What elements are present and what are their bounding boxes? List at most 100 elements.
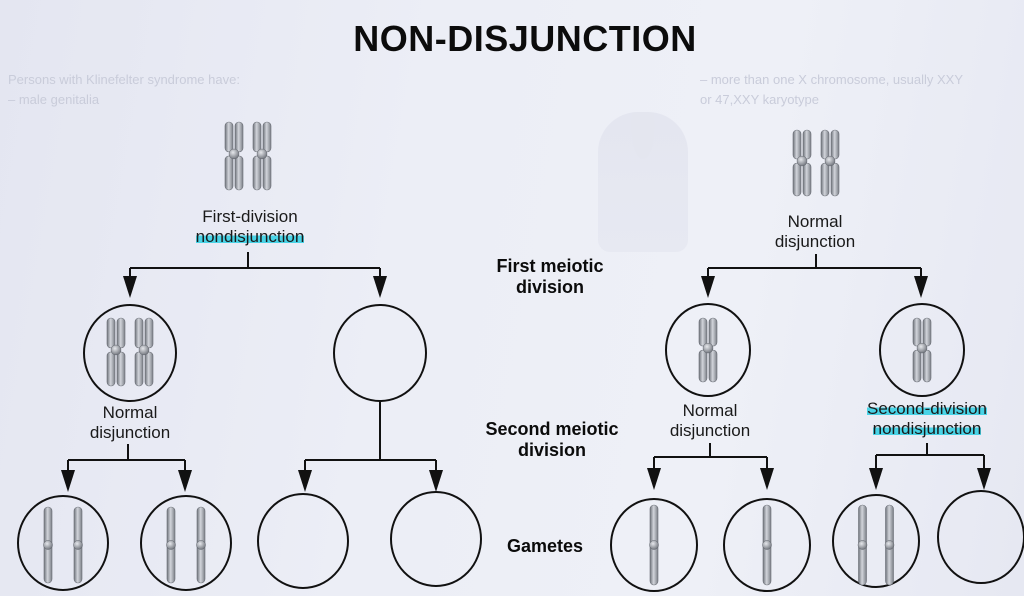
right-second-division-label-normal: Normal disjunction	[630, 401, 790, 441]
left-second-division-normal-arrowhead-right	[178, 470, 192, 492]
stage-first-line-1: First meiotic	[496, 256, 604, 276]
left-event-line-2-highlighted: nondisjunction	[195, 227, 305, 246]
left-division1-cell-1-chromosome-1-arm-tl	[106, 317, 116, 349]
chromosomes	[43, 121, 932, 586]
right-second-division-nondisjunction-connector	[875, 443, 985, 470]
left-gamete-2-chromosome-2-centromere	[196, 540, 206, 550]
right-gamete-3	[832, 494, 920, 588]
right-gamete-3-chromosome-1-centromere	[857, 540, 868, 550]
stage-first-meiotic: First meiotic division	[455, 256, 645, 298]
left-gamete-2-chromosome-1-centromere	[166, 540, 176, 550]
connector-lines	[61, 252, 991, 492]
left-first-division-arrowhead-left	[123, 276, 137, 298]
right-parent-chromosome-2-arm-tl	[820, 129, 830, 160]
right-second-division-nondisjunction-arrowhead-right	[977, 468, 991, 490]
page-title: NON-DISJUNCTION	[353, 18, 697, 59]
right-parent-chromosome-1-arm-tr	[802, 129, 812, 160]
left-parent-chromosome-1-arm-tl	[224, 121, 234, 153]
right-parent-chromosome-2-arm-br	[830, 162, 840, 197]
left-event-label: First-division nondisjunction	[160, 207, 340, 247]
right-normal-line-2: disjunction	[669, 421, 751, 440]
right-gamete-3-chromosome-2-centromere	[884, 540, 895, 550]
left-gamete-1-chromosome-2-centromere	[73, 540, 83, 550]
left-first-division-arrowhead-right	[373, 276, 387, 298]
left-division1-cell-1-chromosome-2-arm-bl	[134, 351, 144, 387]
right-parent-chromosome-1-arm-bl	[792, 162, 802, 197]
left-parent-chromosome-2-centromere	[256, 148, 268, 160]
stage-first-line-2: division	[515, 277, 584, 297]
left-second-division-empty-arrowhead-right	[429, 470, 443, 492]
right-nondis-line-1-highlighted: Second-division	[866, 399, 987, 418]
left-parent-chromosome-2-arm-tl	[252, 121, 262, 153]
right-parent-chromosome-2-centromere	[824, 155, 836, 167]
left-parent-chromosome-2-arm-bl	[252, 155, 262, 191]
right-parent-chromosome-1-arm-br	[802, 162, 812, 197]
left-parent-chromosome-1-arm-br	[234, 155, 244, 191]
right-normal-line-1: Normal	[682, 401, 738, 420]
right-gamete-4	[937, 490, 1024, 584]
right-event-line-2: disjunction	[774, 232, 856, 251]
left-division1-cell-1-chromosome-2-centromere	[138, 344, 150, 356]
right-division1-cell-1-chromosome-1-centromere	[702, 342, 714, 354]
right-first-division-connector	[707, 254, 922, 278]
stage-second-line-2: division	[517, 440, 586, 460]
left-gamete-4	[390, 491, 482, 587]
right-nondis-line-2-highlighted: nondisjunction	[872, 419, 982, 438]
left-second-division-normal-arrowhead-left	[61, 470, 75, 492]
left-parent-chromosome-2-arm-tr	[262, 121, 272, 153]
stage-second-meiotic: Second meiotic division	[452, 419, 652, 461]
right-second-division-label-nondisjunction: Second-division nondisjunction	[842, 399, 1012, 439]
left-gamete-1	[17, 495, 109, 591]
left-division1-cell-1	[83, 304, 177, 402]
left-parent-chromosome-1-arm-tr	[234, 121, 244, 153]
left-gamete-3	[257, 493, 349, 589]
left-event-line-1: First-division	[202, 207, 298, 226]
left-division1-cell-1-chromosome-2-arm-br	[144, 351, 154, 387]
right-event-line-1: Normal	[787, 212, 843, 231]
left-gamete-2	[140, 495, 232, 591]
left-division1-cell-1-chromosome-1-arm-bl	[106, 351, 116, 387]
background-figure-silhouette	[598, 112, 688, 252]
right-parent-chromosome-2-arm-bl	[820, 162, 830, 197]
left-first-division-connector	[129, 252, 381, 278]
right-division1-cell-1-chromosome-1-arm-tr	[708, 317, 718, 347]
right-division1-cell-2-chromosome-1-arm-tr	[922, 317, 932, 347]
left-second-line-1: Normal	[102, 403, 158, 422]
right-event-label: Normal disjunction	[735, 212, 895, 252]
left-parent-chromosome-2-arm-br	[262, 155, 272, 191]
right-parent-chromosome-2-arm-tr	[830, 129, 840, 160]
stage-gametes: Gametes	[506, 536, 584, 556]
right-gamete-1	[610, 498, 698, 592]
stage-second-line-1: Second meiotic	[485, 419, 619, 439]
left-second-division-empty-arrowhead-left	[298, 470, 312, 492]
right-division1-cell-1	[665, 303, 751, 397]
right-division1-cell-2-chromosome-1-arm-bl	[912, 349, 922, 383]
right-division1-cell-1-chromosome-1-arm-br	[708, 349, 718, 383]
left-division1-cell-1-chromosome-1-centromere	[110, 344, 122, 356]
right-division1-cell-2-chromosome-1-arm-tl	[912, 317, 922, 347]
left-second-division-label: Normal disjunction	[50, 403, 210, 443]
right-division1-cell-1-chromosome-1-arm-tl	[698, 317, 708, 347]
right-gamete-2-chromosome-1-centromere	[762, 540, 772, 550]
left-second-line-2: disjunction	[89, 423, 171, 442]
left-division1-cell-1-chromosome-1-arm-br	[116, 351, 126, 387]
left-parent-chromosome-1-arm-bl	[224, 155, 234, 191]
left-division1-cell-2	[333, 304, 427, 402]
right-division1-cell-2	[879, 303, 965, 397]
right-gamete-1-chromosome-1-centromere	[649, 540, 659, 550]
left-gamete-1-chromosome-1-centromere	[43, 540, 53, 550]
right-second-division-normal-connector	[653, 443, 768, 470]
right-second-division-normal-arrowhead-left	[647, 468, 661, 490]
right-division1-cell-1-chromosome-1-arm-bl	[698, 349, 708, 383]
right-second-division-normal-arrowhead-right	[760, 468, 774, 490]
left-parent-chromosome-1-centromere	[228, 148, 240, 160]
right-first-division-arrowhead-right	[914, 276, 928, 298]
left-division1-cell-1-chromosome-2-arm-tl	[134, 317, 144, 349]
left-division1-cell-1-chromosome-1-arm-tr	[116, 317, 126, 349]
right-first-division-arrowhead-left	[701, 276, 715, 298]
left-division1-cell-1-chromosome-2-arm-tr	[144, 317, 154, 349]
cells	[17, 303, 1024, 592]
right-division1-cell-2-chromosome-1-centromere	[916, 342, 928, 354]
right-division1-cell-2-chromosome-1-arm-br	[922, 349, 932, 383]
